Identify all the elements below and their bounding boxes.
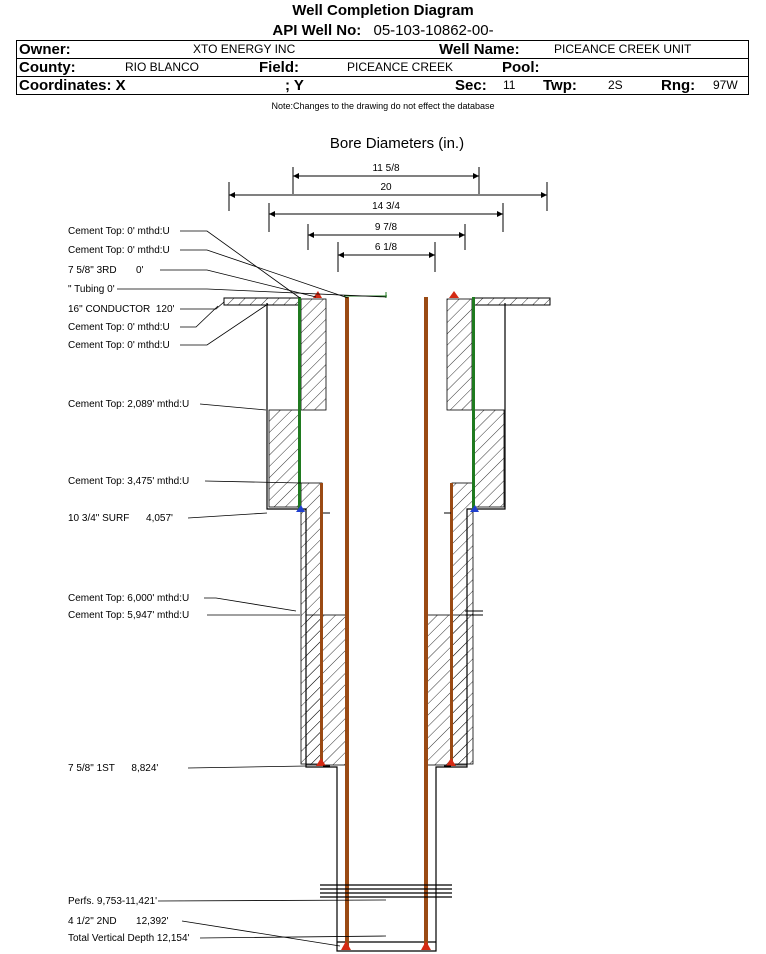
bore-dim-11-5-8 <box>292 167 480 194</box>
annotation-cement-top-0-a: Cement Top: 0' mthd:U <box>68 226 170 237</box>
annotation-tubing: " Tubing 0' <box>68 284 115 295</box>
field-value: PICEANCE CREEK <box>347 60 454 74</box>
database-note: Note:Changes to the drawing do not effec… <box>271 101 495 111</box>
bore-label-9-7-8: 9 7/8 <box>375 222 398 233</box>
annotation-cement-top-6000: Cement Top: 6,000' mthd:U <box>68 593 189 604</box>
casing-7-5-8-1st <box>320 483 453 766</box>
annotation-10-3-4-surf: 10 3/4" SURF 4,057' <box>68 513 173 524</box>
api-value: 05-103-10862-00- <box>373 22 494 39</box>
bore-diameters-title: Bore Diameters (in.) <box>330 135 464 152</box>
twp-value: 2S <box>608 78 623 92</box>
owner-label: Owner: <box>19 41 71 58</box>
annotation-cement-top-3475: Cement Top: 3,475' mthd:U <box>68 476 189 487</box>
sec-label: Sec: <box>455 77 487 94</box>
annotation-cement-top-2089: Cement Top: 2,089' mthd:U <box>68 399 189 410</box>
well-name-label: Well Name: <box>439 41 520 58</box>
bore-dim-6-1-8 <box>337 242 436 272</box>
annotation-cement-top-5947: Cement Top: 5,947' mthd:U <box>68 610 189 621</box>
bore-label-20: 20 <box>380 182 392 193</box>
cement-fill <box>268 298 505 766</box>
twp-label: Twp: <box>543 77 577 94</box>
owner-row: Owner: XTO ENERGY INC Well Name: PICEANC… <box>16 40 749 58</box>
annotation-labels: Cement Top: 0' mthd:U Cement Top: 0' mth… <box>68 226 190 944</box>
annotation-7-5-8-1st: 7 5/8" 1ST 8,824' <box>68 763 158 774</box>
perforations <box>320 884 452 898</box>
county-label: County: <box>19 59 76 76</box>
county-row: County: RIO BLANCO Field: PICEANCE CREEK… <box>16 58 749 76</box>
field-label: Field: <box>259 59 299 76</box>
annotation-7-5-8-3rd: 7 5/8" 3RD 0' <box>68 265 144 276</box>
depth-ticks <box>323 512 483 767</box>
coordinates-row: Coordinates: X ; Y Sec: 11 Twp: 2S Rng: … <box>16 76 749 95</box>
bore-label-11-5-8: 11 5/8 <box>372 163 399 174</box>
sec-value: 11 <box>503 78 516 92</box>
bore-dim-20 <box>228 182 548 211</box>
annotation-4-1-2-2nd: 4 1/2" 2ND 12,392' <box>68 916 169 927</box>
api-well-row: API Well No: 05-103-10862-00- <box>0 22 766 39</box>
surface-casing-10-3-4 <box>298 297 475 512</box>
annotation-cement-top-0-d: Cement Top: 0' mthd:U <box>68 340 170 351</box>
bore-label-6-1-8: 6 1/8 <box>375 242 398 253</box>
conductor-flange <box>223 297 551 306</box>
bore-dim-14-3-4 <box>268 203 504 232</box>
bore-label-14-3-4: 14 3/4 <box>372 201 400 212</box>
coordinates-label: Coordinates: X <box>19 77 126 94</box>
well-name-value: PICEANCE CREEK UNIT <box>554 42 692 56</box>
api-label: API Well No: <box>272 22 362 39</box>
leader-lines <box>117 230 387 947</box>
casing-shoes <box>296 291 479 950</box>
owner-value: XTO ENERGY INC <box>193 42 296 56</box>
rng-value: 97W <box>713 78 738 92</box>
annotation-16-conductor: 16" CONDUCTOR 120' <box>68 304 175 315</box>
annotation-total-vertical-depth: Total Vertical Depth 12,154' <box>68 933 190 944</box>
rng-label: Rng: <box>661 77 696 94</box>
annotation-perfs: Perfs. 9,753-11,421' <box>68 896 157 907</box>
bore-dimension-lines <box>228 167 548 272</box>
production-casing-4-1-2 <box>344 292 428 950</box>
bore-dim-9-7-8 <box>307 224 466 250</box>
county-value: RIO BLANCO <box>125 60 200 74</box>
page-title: Well Completion Diagram <box>292 2 474 19</box>
annotation-cement-top-0-b: Cement Top: 0' mthd:U <box>68 245 170 256</box>
y-label: ; Y <box>285 77 304 94</box>
pool-label: Pool: <box>502 59 540 76</box>
annotation-cement-top-0-c: Cement Top: 0' mthd:U <box>68 322 170 333</box>
